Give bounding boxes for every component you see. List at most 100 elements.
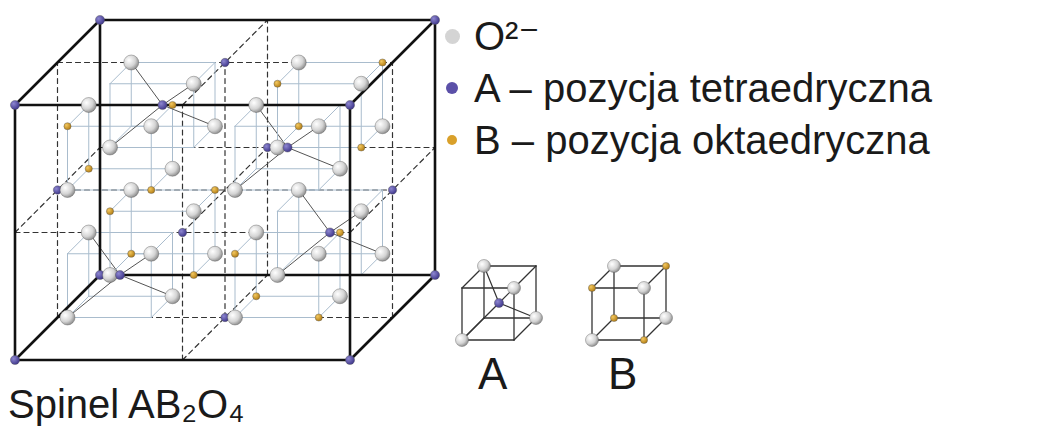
oxygen-ion — [208, 119, 223, 134]
oxygen-ion — [81, 98, 96, 113]
oxygen-ion — [291, 183, 306, 198]
tetrahedral-cation — [388, 186, 396, 194]
octahedral-cation — [128, 250, 135, 257]
unit-cell-edge — [14, 105, 17, 360]
oxygen-ion — [333, 161, 348, 176]
octahedral-cation — [274, 80, 281, 87]
octahedral-cation — [211, 186, 218, 193]
unit-cell-edge — [99, 20, 102, 275]
icon-cube-edge — [462, 339, 514, 340]
subcube-edge — [193, 84, 194, 148]
unit-cell-edge — [15, 359, 350, 362]
unit-cell-edge — [100, 274, 435, 277]
subcube-edge — [277, 211, 278, 275]
oxygen-ion — [124, 55, 139, 70]
oxygen-ion — [165, 289, 180, 304]
oxygen-ion — [144, 119, 159, 134]
tetrahedral-bond — [131, 63, 162, 106]
subcube-edge — [151, 254, 152, 318]
octahedral-cation — [295, 123, 302, 130]
subcube-edge — [215, 190, 216, 254]
unit-cell-edge — [15, 275, 100, 360]
oxygen-ion — [144, 246, 159, 261]
tetrahedral-cation — [494, 298, 503, 307]
tetrahedral-cation — [430, 15, 439, 24]
structure-title: Spinel AB₂O₄ — [8, 382, 244, 426]
subcube-edge — [340, 233, 341, 297]
subcube-edge — [298, 63, 299, 127]
oxygen-ion — [660, 312, 673, 325]
icon-cube-edge — [535, 266, 536, 318]
unit-cell-edge — [349, 105, 352, 360]
subcube-edge — [89, 168, 173, 169]
unit-cell-edge — [15, 104, 350, 107]
subcube-edge — [318, 126, 319, 190]
oxygen-ion — [354, 204, 369, 219]
oxygen-ion — [249, 98, 264, 113]
tetrahedral-bond — [110, 105, 163, 148]
subcube-edge — [235, 254, 236, 318]
subcube-edge — [110, 211, 111, 275]
tetrahedral-cation — [10, 100, 19, 109]
oxygen-ion — [228, 310, 243, 325]
oxygen-ion — [124, 183, 139, 198]
oxygen-ion — [60, 310, 75, 325]
octahedral-cation — [315, 314, 322, 321]
oxygen-ion — [638, 282, 651, 295]
oxygen-legend: O²⁻ — [445, 14, 540, 58]
subcube-edge — [278, 211, 362, 212]
subcube-edge — [235, 126, 236, 190]
octahedral-cation — [231, 250, 238, 257]
legend-swatch — [445, 29, 460, 44]
subcube-edge — [110, 84, 111, 148]
tetrahedral-cation — [221, 58, 229, 66]
subcube-edge — [193, 211, 194, 275]
oxygen-ion — [508, 282, 521, 295]
tetrahedral-bond — [89, 233, 120, 276]
oxygen-ion — [270, 268, 285, 283]
subcube-edge — [131, 63, 132, 127]
subcube-edge — [131, 190, 132, 254]
oxygen-ion — [228, 183, 243, 198]
oxygen-ion — [478, 260, 491, 273]
oxygen-ion — [186, 204, 201, 219]
tetrahedral-cation — [158, 100, 167, 109]
icon-cube-edge — [591, 288, 592, 340]
legend-text: O²⁻ — [474, 14, 540, 58]
octahedral-cation — [190, 271, 197, 278]
legend-swatch — [447, 135, 457, 145]
octahedral-cation — [640, 336, 647, 343]
octahedral-cation — [148, 186, 155, 193]
subcube-edge — [340, 105, 341, 169]
octahedral-cation — [588, 284, 595, 291]
tetrahedral-bond — [278, 233, 331, 276]
tetrahedral-cation — [10, 355, 19, 364]
oxygen-ion — [208, 246, 223, 261]
octahedral-cation — [610, 314, 617, 321]
legend-text: B – pozycja oktaedryczna — [474, 118, 930, 162]
icon-cube-edge — [592, 287, 644, 288]
tetrahedral-cation — [178, 228, 186, 236]
octahedral-cation — [253, 293, 260, 300]
icon-cube-edge — [461, 288, 462, 340]
tetrahedral-cation — [345, 355, 354, 364]
subcube-edge — [110, 147, 194, 148]
octahedral-cation — [64, 123, 71, 130]
octahedral-legend: B – pozycja oktaedryczna — [447, 118, 930, 162]
icon-cube-edge — [614, 317, 666, 318]
oxygen-ion — [60, 183, 75, 198]
icon-cube-edge — [484, 265, 536, 266]
oxygen-ion — [81, 225, 96, 240]
icon-cube-edge — [513, 288, 514, 340]
tetrahedral-legend: A – pozycja tetraedryczna — [446, 66, 932, 110]
icon-label: A — [478, 350, 507, 398]
subcube-edge — [256, 168, 340, 169]
tetrahedral-bond — [299, 190, 330, 233]
subcube-edge — [382, 190, 383, 254]
octahedral-cation — [358, 144, 365, 151]
oxygen-ion — [103, 140, 118, 155]
icon-cube-edge — [484, 317, 536, 318]
subcube-edge — [215, 63, 216, 127]
oxygen-ion — [291, 55, 306, 70]
